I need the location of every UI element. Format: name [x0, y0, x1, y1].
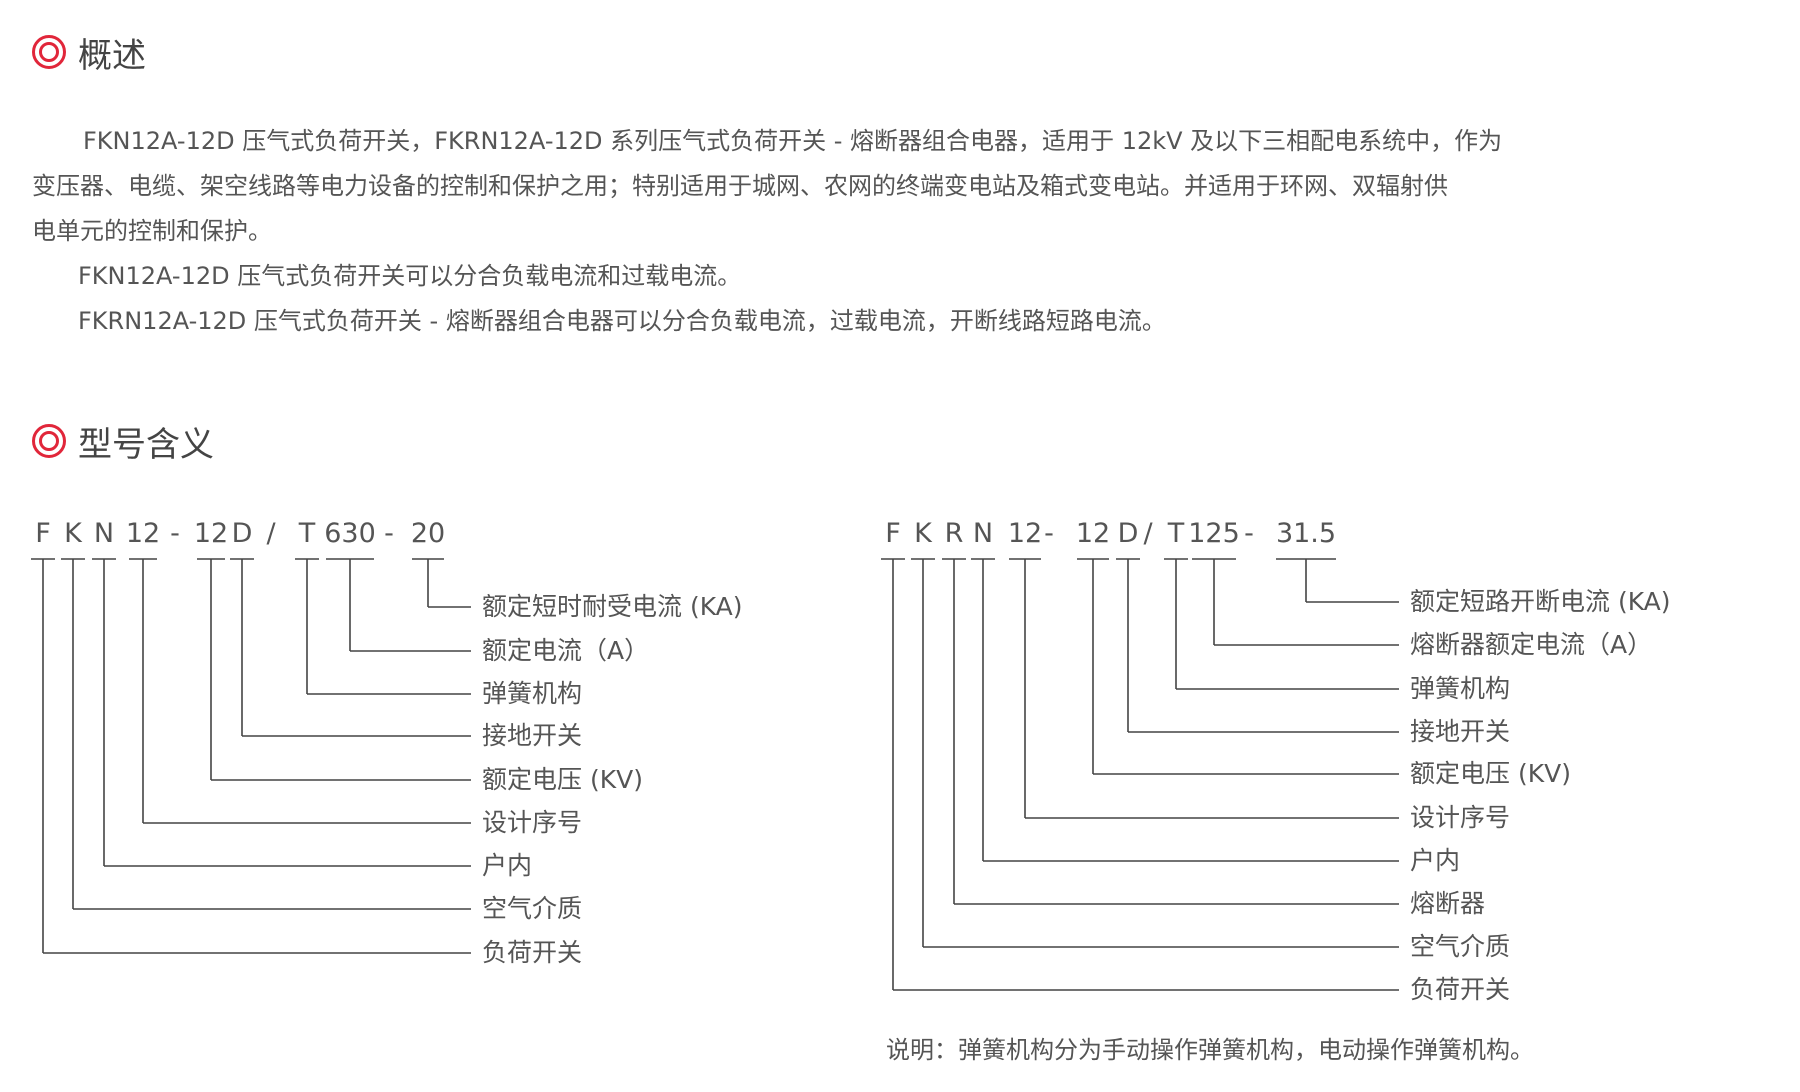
model-code-token: 125: [1188, 518, 1240, 549]
model-code-meaning: 设计序号: [1410, 803, 1511, 832]
model-code-meaning: 熔断器: [1410, 889, 1486, 918]
model-code-token: D: [1117, 518, 1139, 549]
model-code-meaning: 熔断器额定电流（A）: [1410, 630, 1653, 659]
model-code-token: -: [1244, 518, 1254, 549]
model-code-meaning: 额定电流（A）: [482, 636, 650, 665]
model-code-meaning: 弹簧机构: [1410, 674, 1511, 703]
overview-line: 电单元的控制和保护。: [32, 217, 272, 245]
model-code-token: F: [35, 518, 51, 549]
target-circle-icon: [32, 424, 66, 458]
overview-line: FKN12A-12D 压气式负荷开关，FKRN12A-12D 系列压气式负荷开关…: [83, 127, 1503, 155]
model-code-meaning: 空气介质: [1410, 932, 1511, 961]
overview-heading: 概述: [32, 30, 146, 76]
model-code-token: T: [1167, 518, 1185, 549]
model-code-token: N: [972, 518, 994, 549]
overview-line: 变压器、电缆、架空线路等电力设备的控制和保护之用；特别适用于城网、农网的终端变电…: [32, 172, 1448, 200]
model-code-token: 12: [1007, 518, 1043, 549]
model-code-token: K: [64, 518, 82, 549]
model-code-meaning: 负荷开关: [482, 938, 583, 967]
model-code-meaning: 额定短路开断电流 (KA): [1410, 587, 1671, 616]
model-code-token: 12: [1075, 518, 1111, 549]
model-code-meaning: 额定电压 (KV): [1410, 759, 1571, 788]
overview-line: FKRN12A-12D 压气式负荷开关 - 熔断器组合电器可以分合负载电流，过载…: [78, 307, 1166, 335]
model-code-meaning: 额定电压 (KV): [482, 765, 643, 794]
overview-title: 概述: [78, 35, 146, 76]
model-code-meaning: 额定短时耐受电流 (KA): [482, 592, 743, 621]
model-note: 说明：弹簧机构分为手动操作弹簧机构，电动操作弹簧机构。: [886, 1036, 1534, 1064]
model-code-token: /: [1143, 518, 1153, 549]
model-code-token: R: [944, 518, 964, 549]
target-circle-icon: [32, 35, 66, 69]
model-code-token: /: [266, 518, 276, 549]
model-code-token: K: [914, 518, 932, 549]
overview-line: FKN12A-12D 压气式负荷开关可以分合负载电流和过载电流。: [78, 262, 742, 290]
model-code-token: N: [93, 518, 115, 549]
model-code-token: 31.5: [1275, 518, 1337, 549]
model-code-token: 12: [193, 518, 229, 549]
model-code-token: T: [298, 518, 316, 549]
model-code-token: F: [885, 518, 901, 549]
model-code-token: -: [384, 518, 394, 549]
model-code-meaning: 户内: [482, 851, 533, 880]
model-code-token: -: [1044, 518, 1054, 549]
model-code-token: 12: [125, 518, 161, 549]
model-code-meaning: 弹簧机构: [482, 679, 583, 708]
model-code-meaning: 负荷开关: [1410, 975, 1511, 1004]
model-heading: 型号含义: [32, 419, 214, 465]
model-code-meaning: 空气介质: [482, 894, 583, 923]
model-code-meaning: 设计序号: [482, 808, 583, 837]
model-code-token: -: [170, 518, 180, 549]
model-code-token: 20: [410, 518, 446, 549]
model-title: 型号含义: [78, 424, 214, 465]
model-code-token: D: [231, 518, 253, 549]
model-code-meaning: 户内: [1410, 846, 1461, 875]
model-code-token: 630: [324, 518, 376, 549]
model-code-meaning: 接地开关: [1410, 717, 1511, 746]
model-code-meaning: 接地开关: [482, 721, 583, 750]
